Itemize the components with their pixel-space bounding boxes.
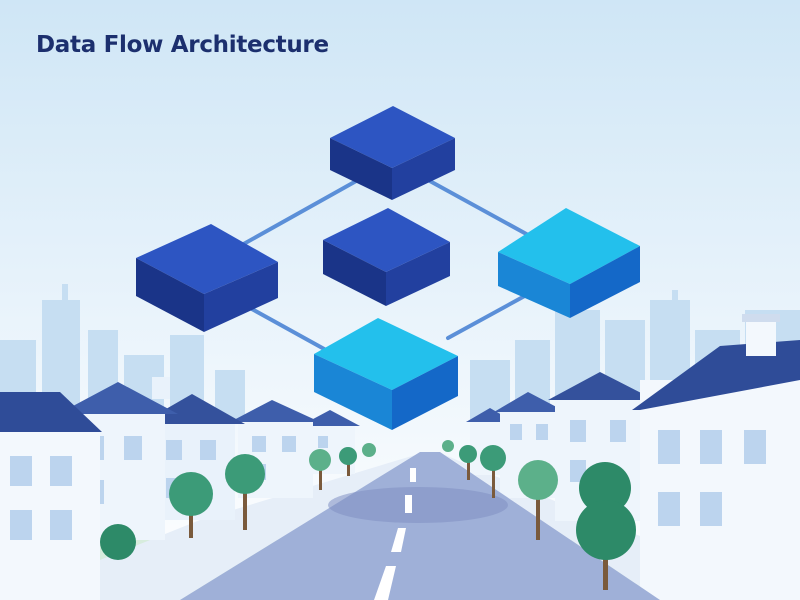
connector-top-right (426, 178, 532, 238)
block-right (498, 208, 640, 318)
block-left (136, 224, 278, 332)
architecture-blocks (136, 106, 640, 430)
connector-right-bottom (446, 290, 534, 340)
block-bottom (314, 318, 458, 430)
road (180, 452, 660, 600)
connector-left-bottom (248, 306, 328, 352)
houses-right (466, 314, 800, 600)
street-trees (100, 440, 636, 590)
diagram-title: Data Flow Architecture (36, 32, 329, 58)
block-center (323, 208, 450, 306)
connector-lines (238, 178, 534, 352)
block-top (330, 106, 455, 200)
connector-top-left (238, 178, 360, 248)
